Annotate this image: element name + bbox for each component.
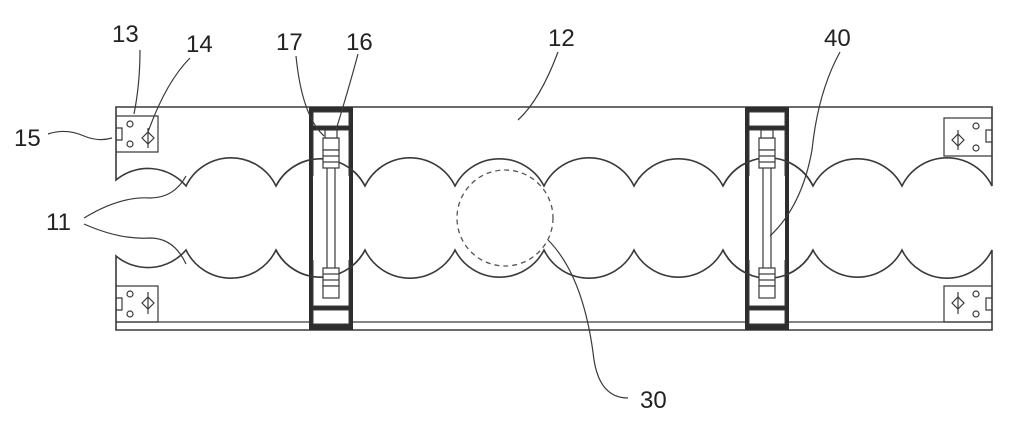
leader-13	[134, 50, 140, 114]
label-17: 17	[276, 29, 303, 56]
upper-jaw-plate	[116, 107, 992, 186]
label-15: 15	[14, 125, 41, 152]
label-16: 16	[346, 29, 373, 56]
leader-11-upper	[84, 176, 186, 218]
lower-scallops-over-clamps	[276, 250, 813, 278]
label-30: 30	[640, 387, 667, 414]
label-13: 13	[112, 21, 139, 48]
label-12: 12	[548, 25, 575, 52]
upper-scallops-over-clamps	[276, 158, 813, 186]
label-40: 40	[824, 25, 851, 52]
leader-12	[518, 52, 558, 120]
leader-14	[148, 58, 190, 132]
label-11: 11	[46, 209, 71, 236]
corner-bracket-upper-right	[944, 118, 992, 156]
held-object-dashed-circle	[457, 170, 553, 266]
corner-bracket-lower-right	[944, 286, 992, 322]
lower-jaw-plate	[116, 250, 992, 330]
leader-15	[48, 131, 112, 139]
leader-30	[548, 240, 628, 398]
label-14: 14	[186, 31, 213, 58]
corner-bracket-lower-left	[116, 286, 158, 322]
leader-11-lower	[84, 224, 186, 264]
